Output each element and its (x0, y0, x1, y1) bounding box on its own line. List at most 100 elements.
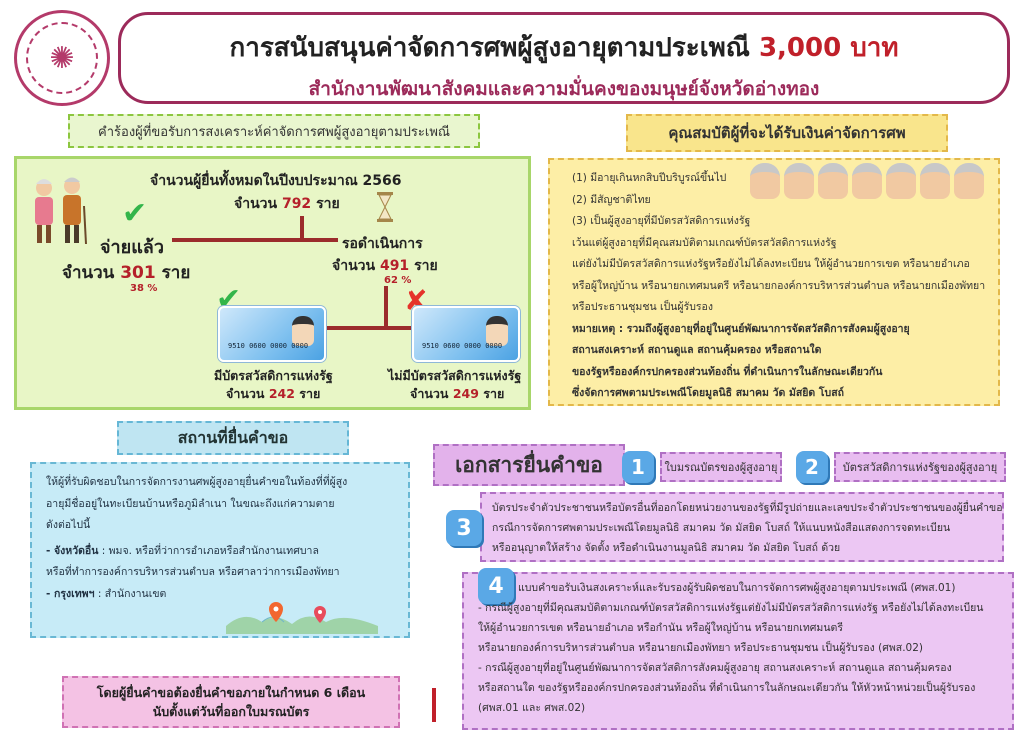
doc-line: หรือสถานใด ของรัฐหรือองค์กรปกครองส่วนท้อ… (478, 682, 976, 694)
pending-percent: 62 % (384, 275, 412, 286)
doc-number-badge: 1 (622, 451, 654, 483)
doc-number-badge: 2 (796, 451, 828, 483)
location-line: อายุมีชื่ออยู่ในทะเบียนบ้านหรือภูมิลำเนา… (46, 497, 335, 510)
location-title: สถานที่ยื่นคำขอ (117, 421, 349, 455)
qualifications-panel (548, 158, 1000, 406)
doc-item-1: ใบมรณบัตรของผู้สูงอายุ (660, 452, 782, 482)
bangkok-label: - กรุงเทพฯ (46, 587, 95, 600)
note-line: นับตั้งแต่วันที่ออกใบมรณบัตร (152, 704, 310, 719)
doc-item-4: แบบคำขอรับเงินสงเคราะห์และรับรองผู้รับผิ… (478, 578, 983, 718)
page-title: การสนับสนุนค่าจัดการศพผู้สูงอายุตามประเพ… (121, 27, 1007, 68)
pending-value: 491 (379, 258, 410, 274)
doc-line: ให้ผู้อำนวยการเขต หรือนายอำเภอ หรือกำนัน… (478, 622, 843, 634)
remark-line: ของรัฐหรือองค์กรปกครองส่วนท้องถิ่น ที่ดำ… (572, 365, 883, 378)
elder-face (886, 163, 916, 199)
elder-face (818, 163, 848, 199)
branch-line-vertical (300, 216, 304, 240)
documents-title: เอกสารยื่นคำขอ (433, 444, 625, 486)
welfare-card-image: 9510 0600 0000 0000 (412, 306, 520, 362)
qualification-line: (3) เป็นผู้สูงอายุที่มีบัตรสวัสดิการแห่ง… (572, 215, 751, 227)
qualifications-title: คุณสมบัติผู้ที่จะได้รับเงินค่าจัดการศพ (626, 114, 948, 152)
total-count: จำนวน 792 ราย (234, 196, 340, 212)
pending-label: รอดำเนินการ (342, 236, 423, 252)
elderly-faces-icon (750, 163, 984, 199)
note-line: โดยผู้ยื่นคำขอต้องยื่นคำขอภายในกำหนด 6 เ… (96, 685, 366, 700)
card-photo (292, 316, 314, 346)
paid-percent: 38 % (130, 283, 158, 294)
doc-item-3-panel (480, 492, 1004, 562)
card-no-count: จำนวน 249 ราย (410, 386, 505, 401)
bangkok-text: : สำนักงานเขต (97, 587, 167, 600)
title-amount: 3,000 บาท (758, 33, 899, 63)
location-panel (30, 462, 410, 638)
elder-face (750, 163, 780, 199)
card-no-value: 249 (452, 386, 479, 401)
map-pin-icon (269, 602, 326, 623)
check-icon: ✔ (122, 196, 148, 231)
paid-count: จำนวน 301 ราย (62, 263, 191, 283)
card-yes-value: 242 (268, 386, 295, 401)
qualification-line: หรือผู้ใหญ่บ้าน หรือนายกเทศมนตรี หรือนาย… (572, 279, 986, 292)
pending-count: จำนวน 491 ราย (332, 258, 438, 274)
card-photo (486, 316, 508, 346)
doc-line: กรณีการจัดการศพตามประเพณีโดยมูลนิธิ สมาค… (492, 522, 951, 534)
doc-line: - กรณีผู้สูงอายุที่อยู่ในศูนย์พัฒนาการจั… (478, 662, 952, 674)
location-line: ให้ผู้ที่รับผิดชอบในการจัดการงานศพผู้สูง… (46, 476, 348, 488)
elder-face (954, 163, 984, 199)
welfare-card-image: 9510 0600 0000 0000 (218, 306, 326, 362)
doc-item-3: บัตรประจำตัวประชาชนหรือบัตรอื่นที่ออกโดย… (492, 498, 1003, 558)
doc-line: หรือนายกองค์การบริหารส่วนตำบล หรือนายกเม… (478, 642, 923, 654)
sub-branch-line-vertical (384, 286, 388, 328)
sub-branch-line (326, 326, 420, 330)
header-banner: การสนับสนุนค่าจัดการศพผู้สูงอายุตามประเพ… (118, 12, 1010, 104)
qualifications-text: (1) มีอายุเกินหกสิบปีบริบูรณ์ขึ้นไป (2) … (572, 168, 985, 405)
paid-value: 301 (120, 263, 156, 283)
qualification-line: (2) มีสัญชาติไทย (572, 193, 651, 206)
doc-line: (ศพส.01 และ ศพส.02) (478, 702, 586, 714)
province-line-2: หรือที่ทำการองค์การบริหารส่วนตำบล หรือศา… (46, 566, 340, 578)
remark-line: สถานสงเคราะห์ สถานดูแล สถานคุ้มครอง หรือ… (572, 344, 822, 356)
elder-face (784, 163, 814, 199)
card-yes-label: มีบัตรสวัสดิการแห่งรัฐ (214, 368, 333, 383)
location-text: ให้ผู้ที่รับผิดชอบในการจัดการงานศพผู้สูง… (46, 472, 347, 605)
agency-logo: ✺ (14, 10, 110, 106)
card-number: 9510 0600 0000 0000 (228, 342, 309, 350)
doc-item-4-panel (462, 572, 1014, 730)
remark-line: ซึ่งจัดการศพตามประเพณีโดยมูลนิธิ สมาคม ว… (572, 387, 844, 399)
bangkok-line: - กรุงเทพฯ : สำนักงานเขต (46, 584, 347, 606)
qualification-line: เว้นแต่ผู้สูงอายุที่มีคุณสมบัติตามเกณฑ์บ… (572, 236, 837, 249)
doc-number-badge: 3 (446, 510, 482, 546)
total-value: 792 (281, 196, 312, 212)
divider-mark (432, 688, 436, 722)
hourglass-icon (377, 192, 393, 222)
doc-line: - กรณีผู้สูงอายุที่มีคุณสมบัติตามเกณฑ์บั… (478, 602, 984, 614)
province-label: - จังหวัดอื่น (46, 544, 99, 557)
qualification-line: หรือประธานชุมชน เป็นผู้รับรอง (572, 301, 713, 313)
title-text: การสนับสนุนค่าจัดการศพผู้สูงอายุตามประเพ… (229, 33, 750, 63)
deadline-note: โดยผู้ยื่นคำขอต้องยื่นคำขอภายในกำหนด 6 เ… (62, 676, 400, 728)
doc-line: แบบคำขอรับเงินสงเคราะห์และรับรองผู้รับผิ… (518, 582, 956, 594)
paid-label: จ่ายแล้ว (100, 237, 164, 258)
stats-section-label: คำร้องผู้ที่ขอรับการสงเคราะห์ค่าจัดการศพ… (68, 114, 480, 148)
province-line: - จังหวัดอื่น : พมจ. หรือที่ว่าการอำเภอห… (46, 541, 347, 563)
card-number: 9510 0600 0000 0000 (422, 342, 503, 350)
elder-face (920, 163, 950, 199)
elderly-couple-icon (35, 177, 87, 245)
remark-line: หมายเหตุ : รวมถึงผู้สูงอายุที่อยู่ในศูนย… (572, 322, 910, 335)
elder-face (852, 163, 882, 199)
card-yes-count: จำนวน 242 ราย (226, 386, 321, 401)
page-subtitle: สำนักงานพัฒนาสังคมและความมั่นคงของมนุษย์… (308, 78, 820, 100)
doc-item-2: บัตรสวัสดิการแห่งรัฐของผู้สูงอายุ (834, 452, 1006, 482)
qualification-line: แต่ยังไม่มีบัตรสวัสดิการแห่งรัฐหรือยังไม… (572, 258, 970, 270)
emblem-icon: ✺ (26, 22, 98, 94)
total-label: จำนวนผู้ยื่นทั้งหมดในปีงบประมาณ 2566 (150, 173, 402, 189)
world-map-icon (226, 602, 378, 634)
doc-number-badge: 4 (478, 568, 514, 604)
branch-line (172, 238, 338, 242)
doc-line: หรืออนุญาตให้สร้าง จัดตั้ง หรือดำเนินงาน… (492, 542, 841, 554)
location-line: ดังต่อไปนี้ (46, 519, 91, 531)
province-text: : พมจ. หรือที่ว่าการอำเภอหรือสำนักงานเทศ… (101, 544, 319, 557)
card-no-label: ไม่มีบัตรสวัสดิการแห่งรัฐ (388, 368, 522, 383)
doc-line: บัตรประจำตัวประชาชนหรือบัตรอื่นที่ออกโดย… (492, 502, 1003, 514)
stats-panel (14, 156, 531, 410)
